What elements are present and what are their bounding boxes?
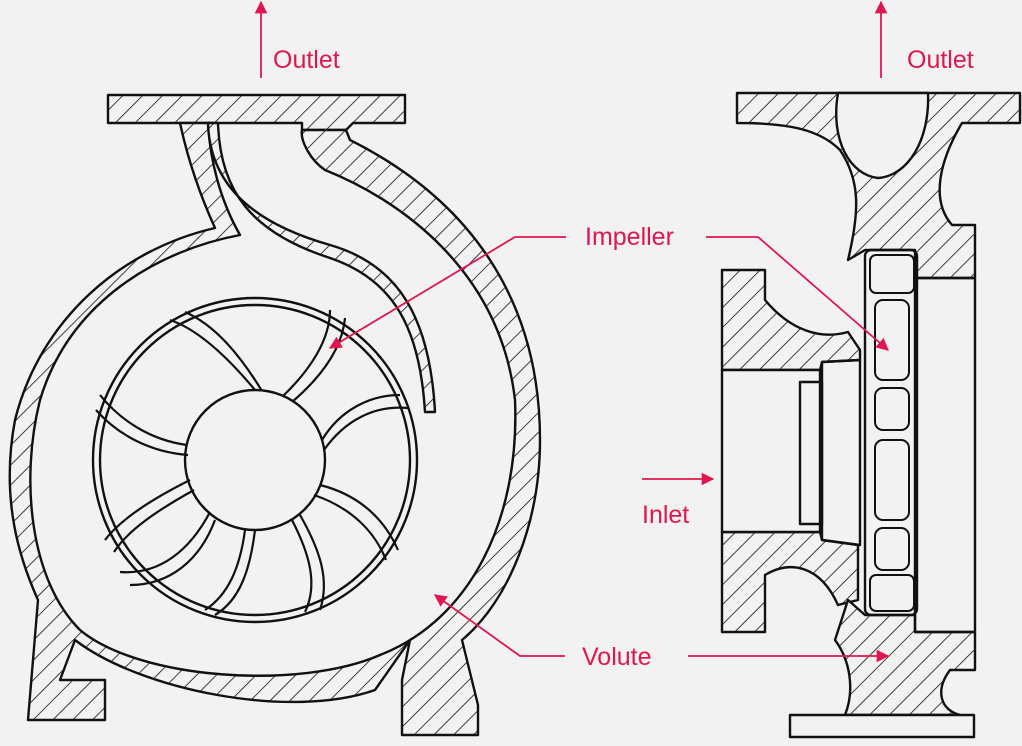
volute-tongue xyxy=(206,121,437,414)
volute-leader-left xyxy=(433,594,565,657)
impeller-shroud xyxy=(98,303,412,617)
outlet-flange-right xyxy=(735,91,1022,280)
impeller-vanes xyxy=(95,309,409,616)
impeller-hub xyxy=(820,358,862,547)
impeller-housing xyxy=(91,296,419,624)
impeller-side xyxy=(863,248,919,617)
base-plate xyxy=(788,713,976,739)
annotation-arrows xyxy=(254,0,890,663)
impeller-leader-left xyxy=(328,236,566,349)
lower-casing xyxy=(833,598,977,717)
impeller-passages xyxy=(869,254,915,612)
label-volute: Volute xyxy=(582,643,652,671)
impeller-leader-right xyxy=(706,236,889,351)
inlet-flange-top xyxy=(720,268,862,372)
label-outlet-left: Outlet xyxy=(273,46,340,74)
casing-shell xyxy=(8,121,542,737)
label-outlet-right: Outlet xyxy=(907,46,974,74)
inlet-bore xyxy=(720,368,822,534)
label-inlet: Inlet xyxy=(642,501,690,529)
label-impeller: Impeller xyxy=(585,223,674,251)
outlet-flange-left xyxy=(106,93,407,132)
volute-casing-front-view xyxy=(8,93,542,737)
pump-cross-section xyxy=(720,91,1022,739)
inlet-flange-bottom xyxy=(720,530,860,634)
outlet-passage xyxy=(835,91,930,180)
